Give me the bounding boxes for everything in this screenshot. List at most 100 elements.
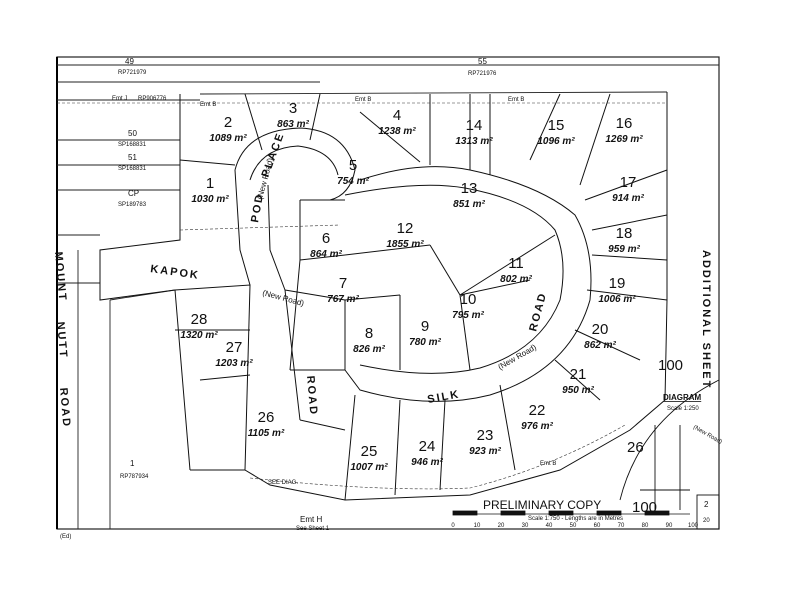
lot-number: 3: [289, 100, 297, 117]
see-sheet-label: See Sheet 1: [296, 526, 330, 532]
lot-area: 863 m²: [277, 119, 309, 130]
road-label-silk: SILK: [426, 388, 461, 406]
lot-area: 767 m²: [327, 294, 359, 305]
easement-emt-b: Emt B: [508, 97, 524, 103]
adjoining-sp-cp: SP189783: [118, 202, 147, 208]
lot-number: 23: [477, 427, 494, 444]
road-label-road-left: ROAD: [57, 387, 72, 428]
scale-tick-label: 30: [522, 523, 529, 529]
lot-number: 6: [322, 230, 330, 247]
easement-emt-b: Emt B: [200, 102, 216, 108]
lot-area: 1855 m²: [386, 239, 424, 250]
lot-number: 11: [508, 255, 524, 272]
scale-tick-label: 80: [642, 523, 649, 529]
lot-area: 754 m²: [337, 176, 369, 187]
easement-lines: [57, 102, 667, 490]
lot-area: 923 m²: [469, 446, 501, 457]
scale-tick-label: 60: [594, 523, 601, 529]
lot-area: 780 m²: [409, 337, 441, 348]
diagram-inset: [619, 379, 720, 530]
diagram-lot: 26: [627, 439, 644, 456]
road-label-kapok: KAPOK: [150, 263, 201, 282]
lot-number: 27: [226, 339, 243, 356]
adjoining-boundaries: [57, 64, 719, 529]
lot-area: 795 m²: [452, 310, 484, 321]
scale-tick-label: 100: [688, 523, 699, 529]
scale-bar: [452, 510, 690, 516]
lot-number: 4: [393, 107, 401, 124]
lot-number: 7: [339, 275, 347, 292]
lot-area: 826 m²: [353, 344, 385, 355]
adjoining-lot-100a: 100: [658, 357, 683, 374]
lot-area: 1238 m²: [378, 126, 416, 137]
lot-area: 851 m²: [453, 199, 485, 210]
adjoining-sp-50: SP168831: [118, 142, 147, 148]
lot-area: 1320 m²: [180, 330, 218, 341]
adjoining-rp-1-left: RP787934: [120, 474, 149, 480]
easement-rp-j: RP906776: [138, 96, 167, 102]
sheets-total: 20: [703, 518, 710, 524]
lot-number: 21: [570, 366, 587, 383]
lot-number: 28: [191, 311, 208, 328]
lot-number: 20: [592, 321, 609, 338]
new-road-label: (New Road): [497, 342, 539, 371]
adjoining-cp: CP: [128, 189, 139, 198]
lot-area: 1007 m²: [350, 462, 388, 473]
lot-area: 1105 m²: [248, 428, 285, 439]
easement-emt-j: Emt J: [112, 96, 127, 102]
scale-tick-label: 90: [666, 523, 673, 529]
road-label-nutt: NUTT: [54, 321, 69, 359]
scale-tick-label: 20: [498, 523, 505, 529]
scale-tick-label: 70: [618, 523, 625, 529]
lot-area: 976 m²: [521, 421, 553, 432]
lot-number: 18: [616, 225, 633, 242]
scale-tick-label: 0: [451, 523, 455, 529]
road-label-road-center: ROAD: [304, 375, 319, 416]
lot-number: 9: [421, 318, 429, 335]
lot-area: 1030 m²: [191, 194, 229, 205]
lot-area: 1096 m²: [537, 136, 575, 147]
diagram-title: DIAGRAM: [663, 393, 702, 402]
lot-area: 862 m²: [584, 340, 616, 351]
corner-label: (Ed): [60, 534, 71, 540]
easement-emt-b: Emt B: [540, 461, 556, 467]
diagram-scale: Scale 1:250: [667, 406, 699, 412]
lot-boundaries: [99, 92, 668, 501]
lot-number: 26: [258, 409, 275, 426]
sheet-number: 2: [704, 500, 709, 509]
road-label-road-right: ROAD: [527, 291, 549, 333]
adjoining-lot-1-left: 1: [130, 459, 135, 468]
adjoining-lot-50: 50: [128, 129, 137, 138]
lot-number: 13: [461, 180, 478, 197]
additional-sheet-label: ADDITIONAL SHEET: [700, 250, 712, 389]
lot-area: 946 m²: [411, 457, 443, 468]
lot-number: 24: [419, 438, 436, 455]
lot-area: 914 m²: [612, 193, 644, 204]
lot-number: 19: [609, 275, 626, 292]
see-diag-label: SEE DIAG.: [268, 480, 298, 486]
lot-number: 16: [616, 115, 633, 132]
lot-area: 1006 m²: [598, 294, 636, 305]
adjoining-lot-55: 55: [478, 57, 487, 66]
scale-text: Scale 1:750 - Lengths are in Metres: [528, 516, 623, 522]
scale-tick-label: 10: [474, 523, 481, 529]
lot-number: 10: [460, 291, 477, 308]
lot-number: 25: [361, 443, 378, 460]
adjoining-lot-100b: 100: [632, 499, 657, 516]
lot-area: 864 m²: [310, 249, 342, 260]
lot-area: 802 m²: [500, 274, 532, 285]
adjoining-sp-51: SP168831: [118, 166, 147, 172]
lot-number: 2: [224, 114, 232, 131]
new-road-label: (New Road): [261, 288, 305, 308]
adjoining-lot-49: 49: [125, 57, 134, 66]
lot-area: 1269 m²: [605, 134, 643, 145]
emt-h-label: Emt H: [300, 515, 322, 524]
adjoining-rp-55: RP721976: [468, 71, 497, 77]
lot-area: 1089 m²: [209, 133, 247, 144]
lot-area: 1313 m²: [455, 136, 493, 147]
lot-number: 1: [206, 175, 214, 192]
lot-number: 17: [620, 174, 637, 191]
